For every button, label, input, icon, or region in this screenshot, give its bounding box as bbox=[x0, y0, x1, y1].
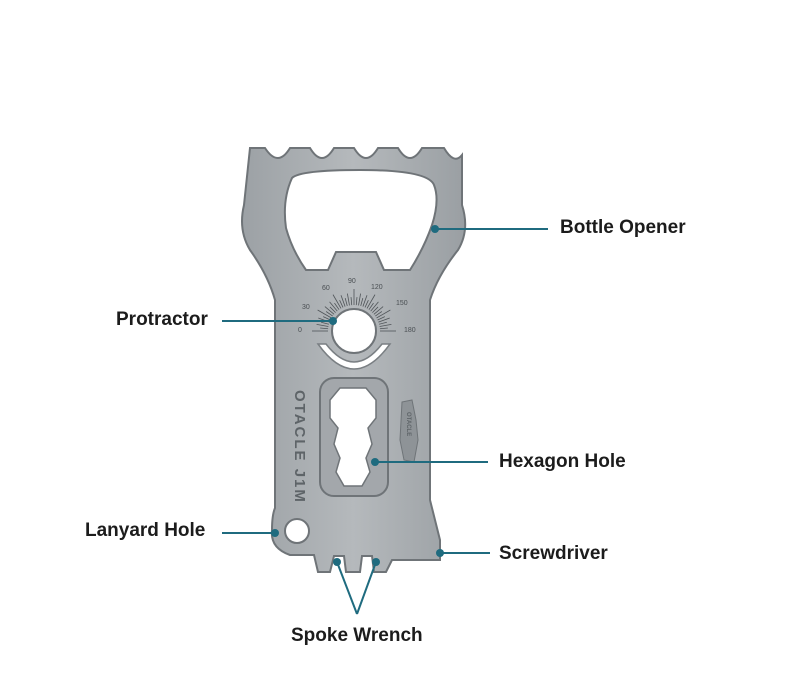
hexagon-hole bbox=[330, 388, 376, 486]
degree-label: 30 bbox=[302, 304, 310, 311]
degree-label: 120 bbox=[371, 284, 383, 291]
protractor-hole bbox=[332, 309, 376, 353]
leader-dot bbox=[333, 558, 341, 566]
callout-bottle-opener: Bottle Opener bbox=[560, 217, 686, 239]
degree-label: 90 bbox=[348, 278, 356, 285]
leader-dot bbox=[372, 558, 380, 566]
callout-lanyard-hole: Lanyard Hole bbox=[85, 520, 205, 542]
degree-label: 0 bbox=[298, 327, 302, 334]
callout-hexagon-hole: Hexagon Hole bbox=[499, 451, 626, 473]
leader-dot bbox=[436, 549, 444, 557]
degree-label: 180 bbox=[404, 327, 416, 334]
callout-protractor: Protractor bbox=[116, 309, 208, 331]
engraved-model-text: OTACLE J1M bbox=[291, 390, 308, 504]
leader-dot bbox=[431, 225, 439, 233]
degree-label: 150 bbox=[396, 300, 408, 307]
leader-dot bbox=[271, 529, 279, 537]
callout-spoke-wrench: Spoke Wrench bbox=[291, 625, 423, 647]
leader-dot bbox=[329, 317, 337, 325]
lanyard-hole bbox=[285, 519, 309, 543]
leader-dot bbox=[371, 458, 379, 466]
callout-screwdriver: Screwdriver bbox=[499, 543, 608, 565]
badge-text: OTACLE bbox=[405, 412, 411, 436]
degree-label: 60 bbox=[322, 285, 330, 292]
